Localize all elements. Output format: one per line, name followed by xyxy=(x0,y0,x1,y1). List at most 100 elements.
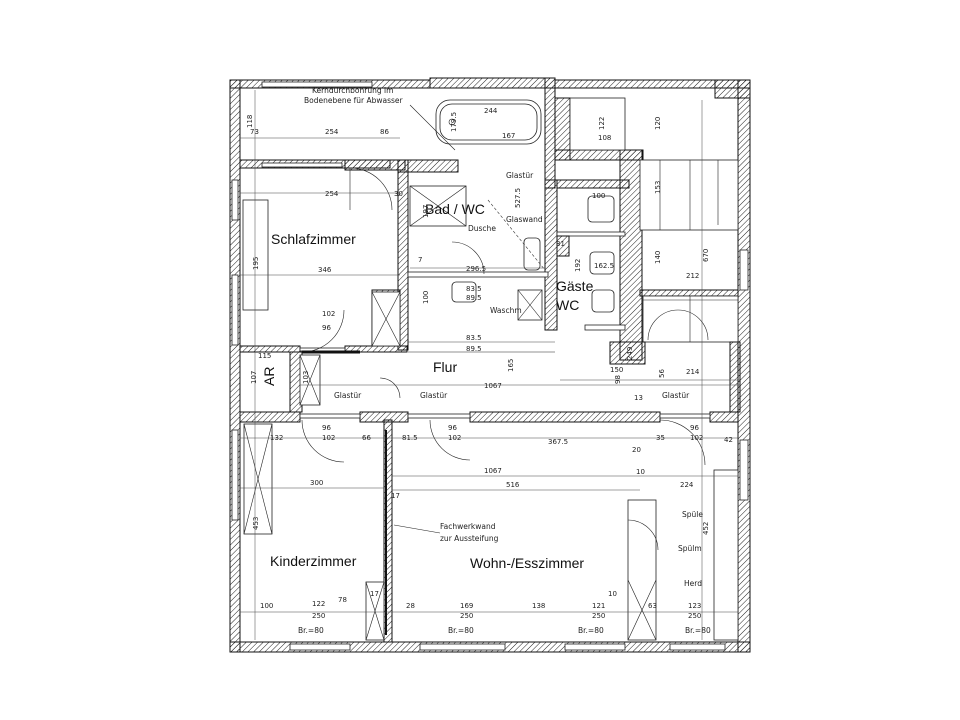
dim-text: 121 xyxy=(592,602,605,610)
dim-text: 63 xyxy=(648,602,657,610)
annotations: Kerndurchbohrung im Bodenebene für Abwas… xyxy=(298,86,711,635)
dim-text: 197 xyxy=(422,205,430,218)
dim-text: 35 xyxy=(656,434,665,442)
dim-text: 367.5 xyxy=(548,438,568,446)
dim-text: 96 xyxy=(322,424,331,432)
room-label-ar: AR xyxy=(261,367,277,386)
note-br80-4: Br.=80 xyxy=(685,626,711,635)
dim-text: 96 xyxy=(448,424,457,432)
dim-text: 132 xyxy=(270,434,283,442)
dim-text: 118 xyxy=(246,115,254,128)
dim-text: 17 xyxy=(370,590,379,598)
note-br80-3: Br.=80 xyxy=(578,626,604,635)
dim-text: 224 xyxy=(680,481,694,489)
note-glaswand: Glaswand xyxy=(506,215,543,224)
dim-text: 96 xyxy=(322,324,331,332)
dim-text: 73 xyxy=(250,128,259,136)
dim-text: 254 xyxy=(325,190,339,198)
dim-text: 86 xyxy=(380,128,389,136)
dim-text: 107 xyxy=(250,371,258,384)
dim-text: 42 xyxy=(724,436,733,444)
dim-text: 100 xyxy=(422,291,430,304)
dim-text: 100 xyxy=(260,602,273,610)
dim-text: 250 xyxy=(460,612,473,620)
dim-text: 102 xyxy=(322,434,335,442)
dim-text: 78 xyxy=(338,596,347,604)
dim-text: 56 xyxy=(658,369,666,378)
dim-text: 28 xyxy=(406,602,415,610)
dim-text: 17 xyxy=(391,492,400,500)
dim-text: 7 xyxy=(418,256,422,264)
dim-text: 150 xyxy=(610,366,623,374)
room-label-schlafzimmer: Schlafzimmer xyxy=(271,231,356,247)
dim-text: 192 xyxy=(574,259,582,272)
dim-text: 123 xyxy=(688,602,701,610)
dim-text: 452 xyxy=(702,522,710,535)
dim-text: 31 xyxy=(556,240,565,248)
note-glastuer-kinder: Glastür xyxy=(334,391,362,400)
dim-text: 10 xyxy=(608,590,617,598)
dim-text: 20 xyxy=(632,446,641,454)
room-label-wohn-esszimmer: Wohn-/Esszimmer xyxy=(470,555,584,571)
dim-text: 10 xyxy=(636,468,645,476)
note-dusche: Dusche xyxy=(468,224,496,233)
windows xyxy=(231,81,749,651)
dim-text: 516 xyxy=(506,481,520,489)
dim-text: 670 xyxy=(702,249,710,262)
dim-text: 250 xyxy=(312,612,325,620)
dim-text: 165 xyxy=(507,359,515,372)
dim-text: 13 xyxy=(634,394,643,402)
dim-text: 102 xyxy=(690,434,703,442)
dim-text: 138 xyxy=(532,602,545,610)
dim-text: 100 xyxy=(592,192,605,200)
room-label-flur: Flur xyxy=(433,359,457,375)
note-glastuer-wohn: Glastür xyxy=(420,391,448,400)
dim-text: 96 xyxy=(690,424,699,432)
dim-text: 98 xyxy=(614,375,622,384)
dim-text: 1067 xyxy=(484,467,502,475)
dim-text: 89.5 xyxy=(466,294,482,302)
dimension-texts: 118 73 254 86 254 30 346 244 167 179.5 1… xyxy=(246,107,733,620)
dim-text: 254 xyxy=(325,128,339,136)
note-fachwerk-1: Fachwerkwand xyxy=(440,522,496,531)
dim-text: 30 xyxy=(394,190,403,198)
dim-text: 214 xyxy=(686,368,700,376)
room-label-gaeste: Gäste xyxy=(556,278,594,294)
door-swings xyxy=(301,167,709,551)
note-glastuer-kueche: Glastür xyxy=(662,391,690,400)
dim-text: 527.5 xyxy=(514,188,522,208)
dim-text: 300 xyxy=(310,479,323,487)
room-label-bad-wc: Bad / WC xyxy=(425,201,485,217)
dim-text: 167 xyxy=(502,132,515,140)
note-spuele: Spüle xyxy=(682,510,703,519)
note-br80-2: Br.=80 xyxy=(448,626,474,635)
dim-text: 244 xyxy=(484,107,498,115)
dim-text: 162.5 xyxy=(594,262,614,270)
dim-text: 102 xyxy=(322,310,335,318)
room-label-kinderzimmer: Kinderzimmer xyxy=(270,553,357,569)
dim-text: 169 xyxy=(460,602,473,610)
dim-text: 83.5 xyxy=(466,334,482,342)
dim-text: 122 xyxy=(312,600,325,608)
note-kernbohrung-1: Kerndurchbohrung im xyxy=(312,86,393,95)
dim-text: 140 xyxy=(654,251,662,264)
dim-text: 102 xyxy=(448,434,461,442)
note-spuelm: Spülm xyxy=(678,544,702,553)
room-label-wc: WC xyxy=(556,297,579,313)
dim-text: 120 xyxy=(654,117,662,130)
room-labels: Schlafzimmer Bad / WC Gäste WC Flur AR K… xyxy=(261,201,594,571)
note-kernbohrung-2: Bodenebene für Abwasser xyxy=(304,96,404,105)
dim-text: 195 xyxy=(252,257,260,270)
dim-text: 108 xyxy=(598,134,611,142)
dimension-lines xyxy=(240,90,740,640)
dim-text: 179.5 xyxy=(450,112,458,132)
note-br80-1: Br.=80 xyxy=(298,626,324,635)
dim-text: 122 xyxy=(598,117,606,130)
dim-text: 346 xyxy=(318,266,332,274)
dim-text: 66 xyxy=(362,434,371,442)
fixtures xyxy=(242,97,739,641)
dim-text: 103 xyxy=(302,371,310,384)
dim-text: 115 xyxy=(258,352,271,360)
dim-text: 81.5 xyxy=(402,434,418,442)
